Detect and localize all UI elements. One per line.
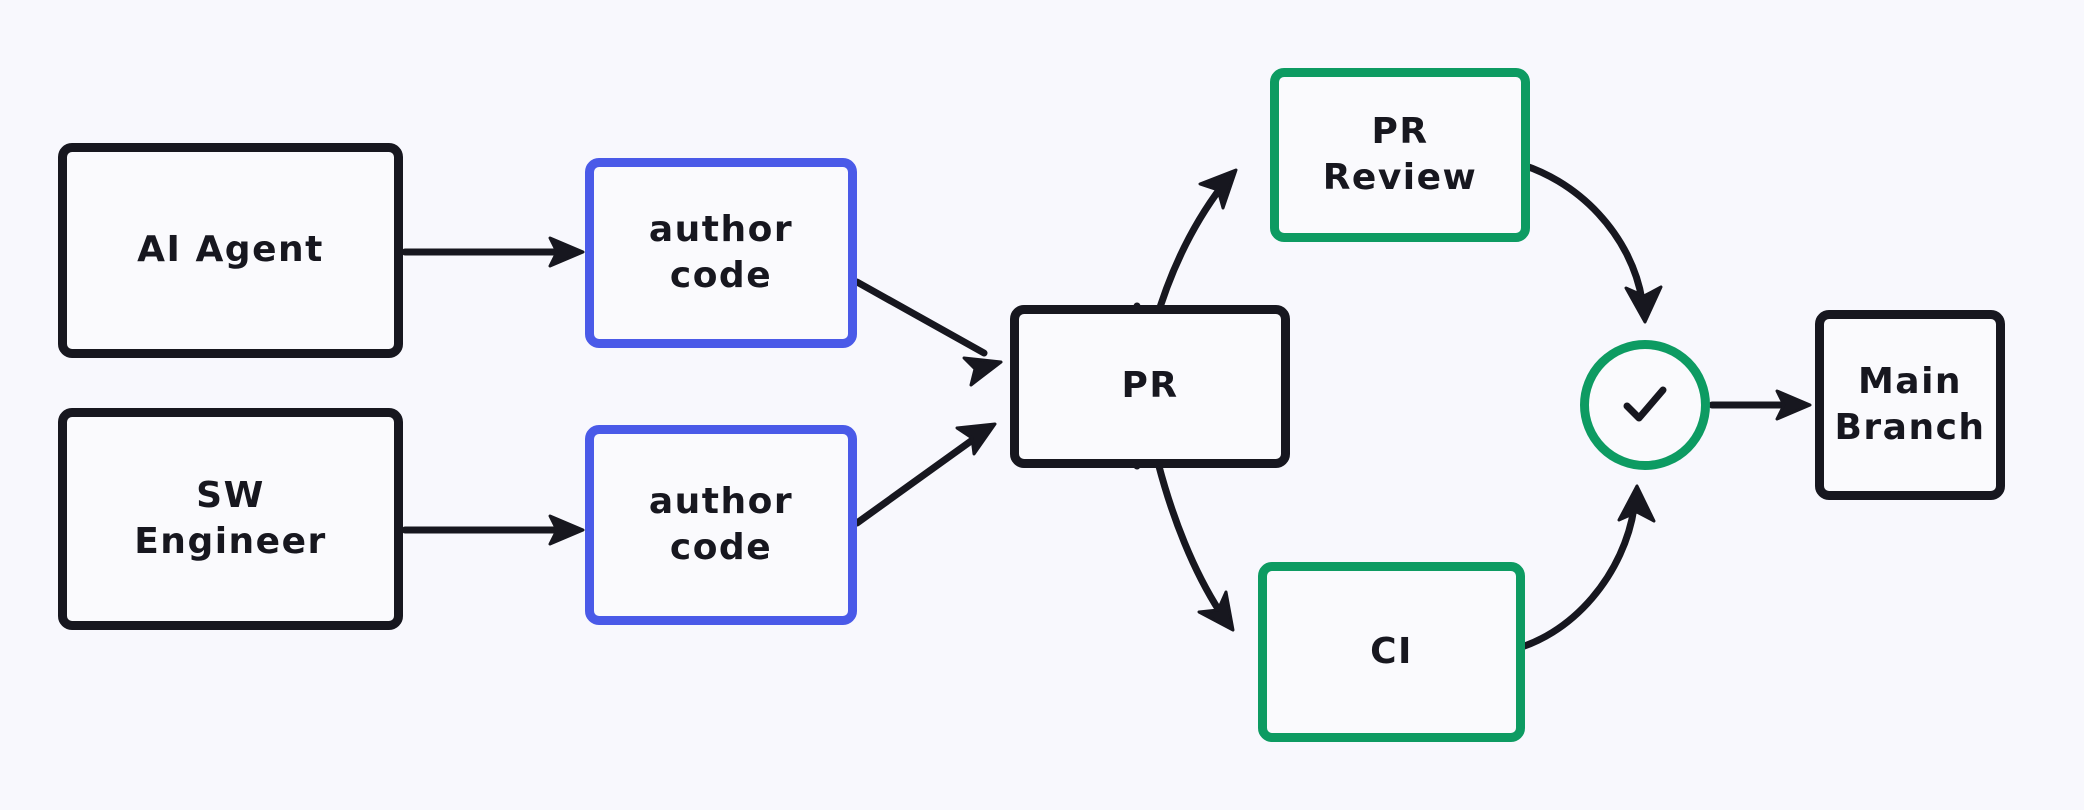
node-author-code-top[interactable]: author code: [585, 158, 857, 348]
node-ci-label: CI: [1370, 630, 1413, 672]
node-pr-label: PR: [1121, 365, 1179, 407]
node-main-branch[interactable]: Main Branch: [1815, 310, 2005, 500]
node-sw-engineer-label: SW Engineer: [134, 474, 327, 562]
node-main-branch-label: Main Branch: [1834, 360, 1986, 448]
node-author-code-top-label: author code: [648, 208, 794, 296]
edge-ci-to-merge-check: [1499, 484, 1656, 656]
edge-pr-review-to-merge-check: [1505, 157, 1663, 324]
node-merge-check[interactable]: [1580, 340, 1710, 470]
node-sw-engineer[interactable]: SW Engineer: [58, 408, 403, 630]
check-icon: [1623, 386, 1667, 422]
edge-ai-agent-to-author-code: [401, 236, 585, 268]
node-author-code-bottom[interactable]: author code: [585, 425, 857, 625]
node-pr-review-label: PR Review: [1322, 110, 1478, 198]
edge-author-code-top-to-pr: [853, 278, 1003, 387]
node-ai-agent[interactable]: AI Agent: [58, 143, 403, 358]
node-author-code-bottom-label: author code: [648, 480, 794, 568]
edge-merge-check-to-main-branch: [1708, 389, 1812, 421]
node-ci[interactable]: CI: [1258, 562, 1525, 742]
node-ai-agent-label: AI Agent: [137, 229, 324, 271]
edge-author-code-bot-to-pr: [853, 422, 997, 527]
node-pr-review[interactable]: PR Review: [1270, 68, 1530, 242]
node-pr[interactable]: PR: [1010, 305, 1290, 468]
edge-sw-engineer-to-author-code: [401, 514, 585, 546]
